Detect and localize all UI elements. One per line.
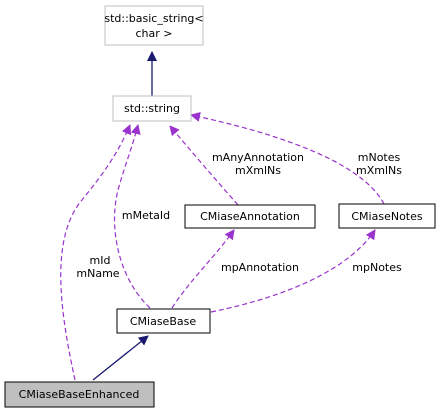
node-basic-string-line2: char > [136,27,173,40]
usage-edge-base-to-annotation [171,229,235,309]
edge-label-annotation-xmlns: mXmlNs [235,164,281,177]
node-notes[interactable]: CMiaseNotes [338,203,436,229]
edge-label-mpannotation: mpAnnotation [221,261,299,274]
usage-edge-base-to-notes [210,229,376,313]
node-string[interactable]: std::string [112,95,192,122]
edge-label-metaid: mMetaId [122,209,170,222]
node-notes-label: CMiaseNotes [351,210,423,223]
node-enhanced[interactable]: CMiaseBaseEnhanced [4,381,155,408]
node-string-label: std::string [124,102,180,115]
node-annotation-label: CMiaseAnnotation [200,210,300,223]
node-annotation[interactable]: CMiaseAnnotation [184,204,316,229]
edge-label-mname: mName [76,267,119,280]
edge-label-mpnotes: mpNotes [352,261,402,274]
usage-edge-base-to-string [113,124,151,309]
node-basic-string[interactable]: std::basic_string< char > [104,5,204,46]
usage-edge-notes-to-string [190,111,385,205]
usage-edge-annotation-to-string [169,125,239,206]
usage-edge-enhanced-to-string [60,124,132,381]
node-basic-string-line1: std::basic_string< [104,12,203,25]
edge-label-notes: mNotes [358,151,401,164]
inheritance-edge-enhanced-to-base [92,335,149,381]
node-base[interactable]: CMiaseBase [116,308,211,334]
node-enhanced-label: CMiaseBaseEnhanced [19,388,140,401]
edge-label-notes-xmlns: mXmlNs [356,164,402,177]
node-base-label: CMiaseBase [130,315,196,328]
edge-label-any-annotation: mAnyAnnotation [212,151,304,164]
edge-label-mid: mId [90,254,111,267]
